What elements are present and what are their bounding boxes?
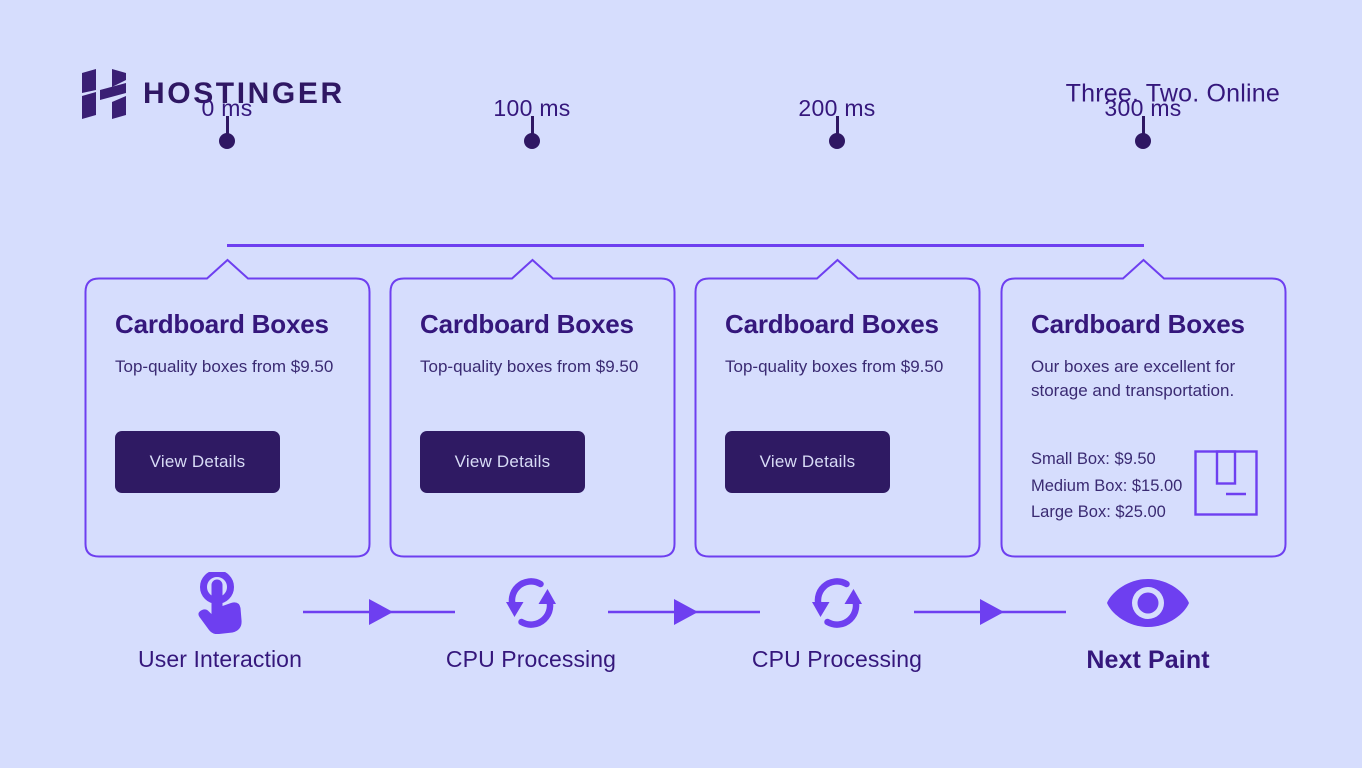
card-outline-with-notch (389, 258, 676, 558)
price-row-medium: Medium Box: $15.00 (1031, 476, 1183, 495)
timeline-axis-line (227, 244, 1144, 247)
timeline-tick-stem (835, 116, 839, 142)
flow-icon-slot (717, 572, 957, 634)
hostinger-h-logo-icon (82, 69, 126, 119)
card-outline-with-notch (1000, 258, 1287, 558)
timeline-tick-stem (225, 116, 229, 142)
card-description: Top-quality boxes from $9.50 (420, 356, 639, 376)
process-flow: User Interaction CPU Processing (0, 572, 1362, 702)
timeline-tick-dot (219, 133, 235, 149)
card-description: Our boxes are excellent for storage and … (1031, 356, 1236, 401)
price-row-small: Small Box: $9.50 (1031, 450, 1156, 468)
eye-icon (1107, 579, 1189, 627)
timeline-tick-dot (829, 133, 845, 149)
header: HOSTINGER Three. Two. Online (0, 62, 1362, 126)
flow-icon-slot (411, 572, 651, 634)
brand-name: HOSTINGER (143, 77, 345, 110)
flow-arrow-3 (914, 599, 1066, 625)
flow-arrow-1 (303, 599, 455, 625)
card-title: Cardboard Boxes (725, 309, 939, 339)
timeline: 0 ms 100 ms 200 ms 300 ms (0, 95, 1362, 270)
timeline-tick-dot (1135, 133, 1151, 149)
tap-hand-icon (198, 572, 242, 634)
flow-step-cpu-processing-2: CPU Processing (717, 572, 957, 673)
card-outline-with-notch (84, 258, 371, 558)
flow-step-label: CPU Processing (445, 646, 617, 672)
cardboard-box-icon (1194, 450, 1258, 516)
cpu-sync-icon (812, 578, 862, 628)
timeline-tick-dot (524, 133, 540, 149)
card-title: Cardboard Boxes (1031, 309, 1245, 339)
view-details-button[interactable]: View Details (725, 431, 890, 493)
card-title: Cardboard Boxes (420, 309, 634, 339)
view-details-button[interactable]: View Details (420, 431, 585, 493)
card-content: Cardboard Boxes Top-quality boxes from $… (84, 278, 371, 558)
card-content: Cardboard Boxes Top-quality boxes from $… (389, 278, 676, 558)
product-card-4[interactable]: Cardboard Boxes Our boxes are excellent … (1000, 258, 1287, 558)
card-description: Top-quality boxes from $9.50 (725, 356, 944, 376)
flow-arrow-2 (608, 599, 760, 625)
price-list: Small Box: $9.50 Medium Box: $15.00 Larg… (1031, 446, 1182, 526)
card-description: Top-quality boxes from $9.50 (115, 356, 334, 376)
flow-step-next-paint: Next Paint (1028, 572, 1268, 675)
flow-step-label: CPU Processing (751, 646, 923, 672)
view-details-button[interactable]: View Details (115, 431, 280, 493)
flow-step-label: Next Paint (1086, 646, 1210, 674)
product-card-2[interactable]: Cardboard Boxes Top-quality boxes from $… (389, 258, 676, 558)
cpu-sync-icon (506, 578, 556, 628)
flow-icon-slot (100, 572, 340, 634)
brand-lockup: HOSTINGER (82, 62, 345, 126)
card-content: Cardboard Boxes Our boxes are excellent … (1000, 278, 1287, 558)
flow-step-user-interaction: User Interaction (100, 572, 340, 673)
flow-icon-slot (1028, 572, 1268, 634)
tagline: Three. Two. Online (1065, 79, 1280, 108)
card-outline-with-notch (694, 258, 981, 558)
flow-step-label: User Interaction (138, 646, 302, 672)
flow-step-cpu-processing-1: CPU Processing (411, 572, 651, 673)
timeline-tick-stem (530, 116, 534, 142)
product-card-3[interactable]: Cardboard Boxes Top-quality boxes from $… (694, 258, 981, 558)
timeline-tick-stem (1141, 116, 1145, 142)
card-content: Cardboard Boxes Top-quality boxes from $… (694, 278, 981, 558)
card-title: Cardboard Boxes (115, 309, 329, 339)
card-row: Cardboard Boxes Top-quality boxes from $… (0, 258, 1362, 560)
product-card-1[interactable]: Cardboard Boxes Top-quality boxes from $… (84, 258, 371, 558)
price-row-large: Large Box: $25.00 (1031, 503, 1166, 522)
